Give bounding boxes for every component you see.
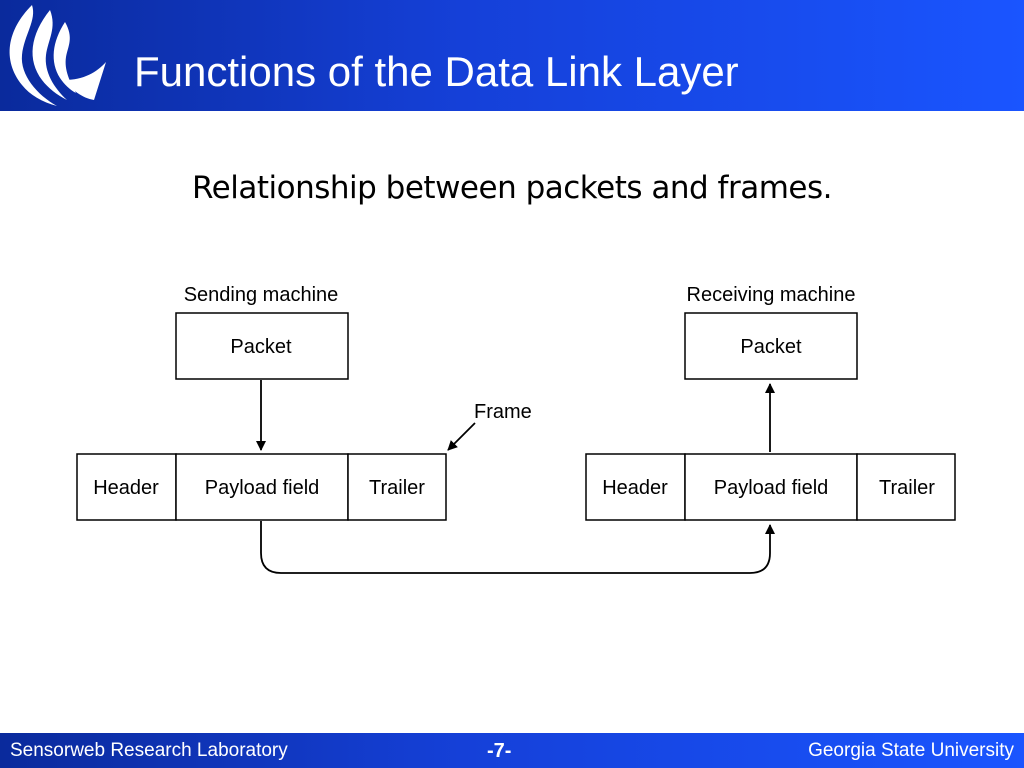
sending-frame-payload-label: Payload field bbox=[205, 477, 320, 499]
sending-packet-box bbox=[175, 312, 349, 380]
slide-subtitle: Relationship between packets and frames. bbox=[192, 170, 832, 206]
frame-pointer-arrow bbox=[447, 422, 476, 451]
sending-frame-trailer-cell bbox=[347, 453, 447, 521]
transmission-path-arrow bbox=[260, 521, 775, 574]
receiving-frame-header-label: Header bbox=[602, 477, 668, 499]
sending-frame-header-label: Header bbox=[93, 477, 159, 499]
sending-machine-caption: Sending machine bbox=[184, 284, 339, 306]
sending-frame-payload-cell bbox=[175, 453, 349, 521]
footer-page-number: -7- bbox=[487, 740, 512, 762]
footer-bar: Sensorweb Research Laboratory -7- Georgi… bbox=[0, 733, 1024, 768]
sending-packet-label: Packet bbox=[230, 336, 292, 358]
receiving-packet-label: Packet bbox=[740, 336, 802, 358]
receiving-frame-trailer-label: Trailer bbox=[879, 477, 935, 499]
header-bar: Functions of the Data Link Layer bbox=[0, 0, 1024, 111]
sending-frame-header-cell bbox=[76, 453, 177, 521]
receiving-frame-payload-label: Payload field bbox=[714, 477, 829, 499]
frame-label: Frame bbox=[474, 401, 532, 423]
slide-title: Functions of the Data Link Layer bbox=[134, 48, 739, 95]
receiving-frame-trailer-cell bbox=[856, 453, 956, 521]
flame-logo-icon bbox=[9, 5, 106, 106]
footer-university: Georgia State University bbox=[808, 740, 1014, 761]
sending-frame-trailer-label: Trailer bbox=[369, 477, 425, 499]
receiving-packet-box bbox=[684, 312, 858, 380]
footer-lab-name: Sensorweb Research Laboratory bbox=[10, 740, 288, 761]
receiving-machine-caption: Receiving machine bbox=[687, 284, 856, 306]
receiving-frame-payload-cell bbox=[684, 453, 858, 521]
